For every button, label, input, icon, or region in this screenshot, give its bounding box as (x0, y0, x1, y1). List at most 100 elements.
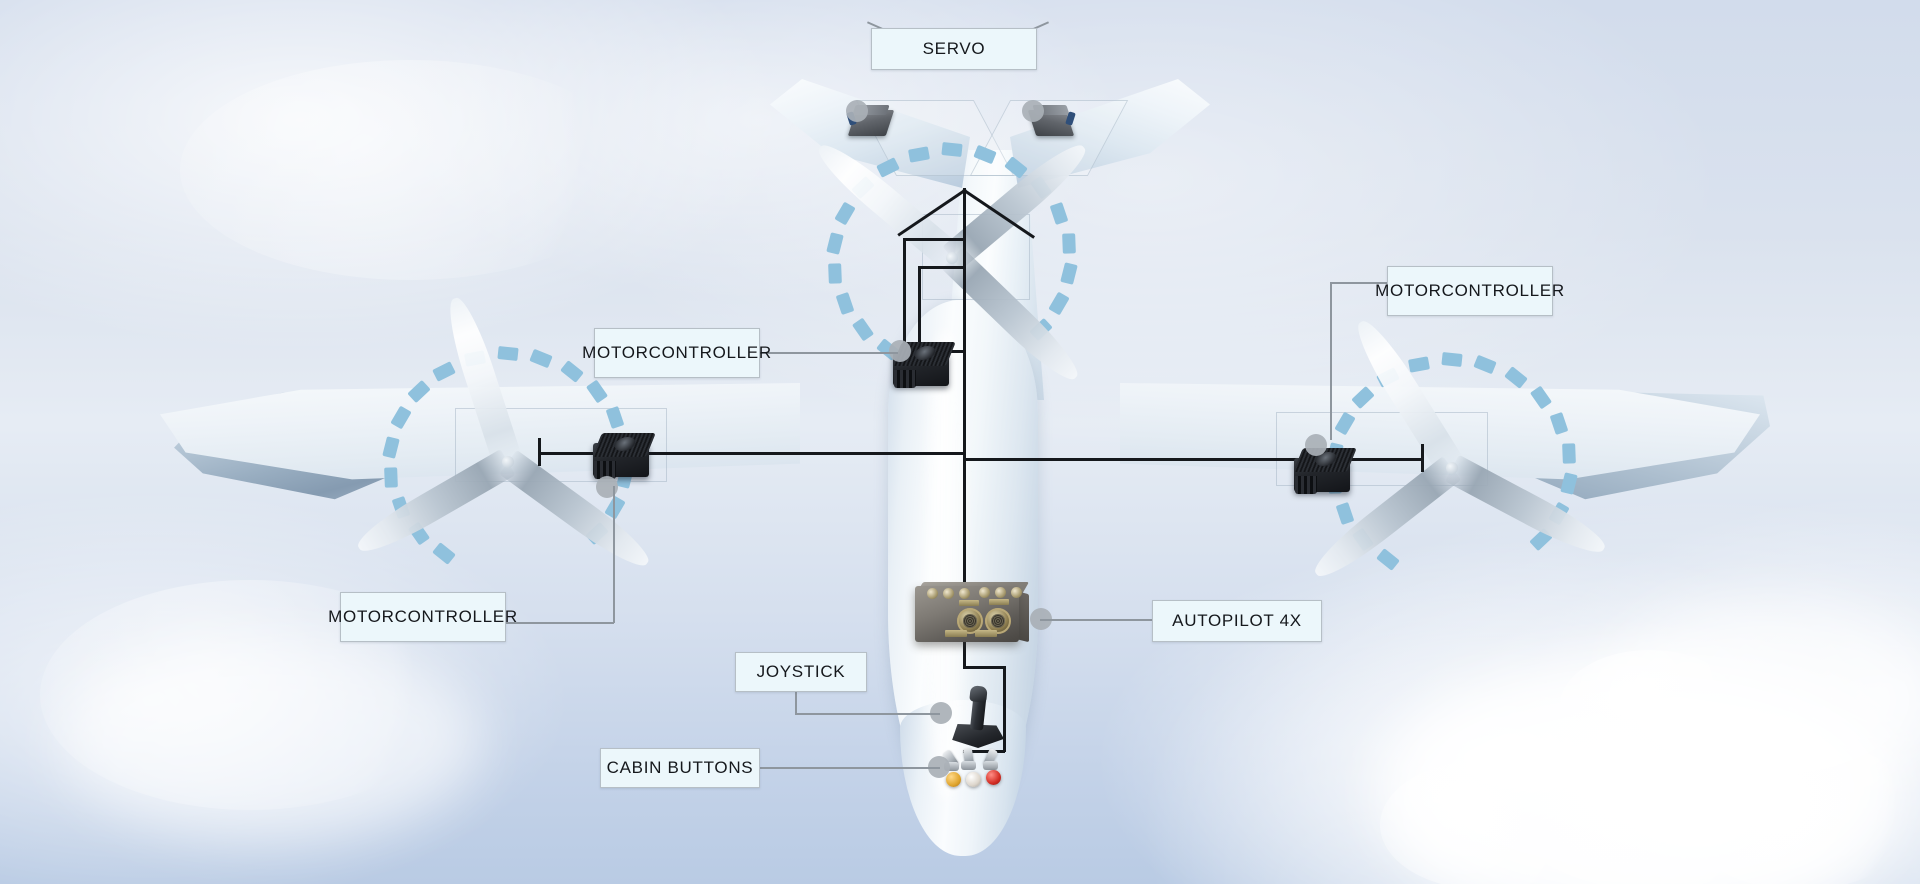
label-cabin-buttons[interactable]: CABIN BUTTONS (600, 748, 760, 788)
leader-esc-left-v (613, 486, 615, 623)
cloud-puff-6 (180, 60, 640, 280)
rotation-arc-dash (941, 142, 963, 158)
callout-dot-esc-rear (889, 340, 911, 362)
callout-dot-servo-right (1022, 100, 1044, 122)
wire-wing-spar-right (963, 458, 1423, 461)
rotation-arc-dash (432, 360, 457, 382)
autopilot-connector (927, 588, 938, 599)
rotation-arc-dash (1049, 201, 1069, 225)
label-line: MOTOR (1375, 280, 1442, 300)
joystick-grip (969, 685, 988, 703)
wire-esc-rear-drop (903, 238, 906, 350)
autopilot-mount-tab (989, 599, 1009, 605)
rotation-arc-dash (833, 201, 856, 226)
cabin-buttons-cluster (941, 747, 1010, 790)
rotation-arc-dash (1335, 502, 1355, 526)
leader-esc-left-h (504, 622, 614, 624)
rotation-arc-dash (1561, 442, 1576, 464)
toggle-switch-base (944, 762, 959, 771)
toggle-switch-base (961, 761, 976, 770)
label-line: AUTOPILOT 4X (1172, 610, 1302, 630)
cloud-puff-3 (1380, 760, 1590, 884)
leader-esc-right-v (1330, 282, 1332, 440)
wire-esc-rear-stub (903, 238, 965, 241)
wire-cabin-h (963, 750, 1005, 753)
esc-connector-fins (894, 370, 916, 388)
autopilot-4x-unit (914, 582, 1035, 650)
rotation-arc-dash (1503, 365, 1528, 389)
propeller-hub (946, 252, 958, 264)
rotation-arc-dash (1061, 232, 1076, 254)
autopilot-mount-tab (975, 630, 997, 637)
joystick-control (950, 685, 1006, 750)
rotation-arc-dash (828, 263, 843, 285)
rotation-arc-dash (529, 348, 553, 369)
leader-cabin-buttons (758, 767, 940, 769)
cloud-puff-4 (1560, 650, 1740, 760)
autopilot-connector (959, 588, 970, 599)
rotation-arc-dash (1407, 356, 1430, 373)
wire-spine (963, 188, 966, 608)
callout-dot-esc-left (596, 476, 618, 498)
callout-dot-servo-left (846, 100, 868, 122)
callout-dot-esc-right (1305, 434, 1327, 456)
rotation-arc-dash (384, 467, 399, 489)
rotation-arc-dash (1060, 262, 1078, 286)
label-line: JOYSTICK (756, 661, 846, 681)
rotation-arc-dash (1441, 352, 1463, 368)
label-line: CABIN BUTTONS (606, 757, 754, 777)
esc-left-wing (592, 433, 656, 483)
rotation-arc-dash (1473, 354, 1497, 375)
cloud-puff-2 (1680, 740, 1920, 884)
rotation-arc-dash (1376, 548, 1401, 572)
autopilot-mount-tab (945, 630, 967, 637)
wire-wing-spar (538, 452, 966, 455)
rotation-arc-dash (835, 292, 855, 316)
label-servo[interactable]: SERVO (871, 28, 1037, 70)
leader-esc-rear-h (758, 352, 898, 354)
rotation-arc-dash (432, 542, 457, 566)
label-autopilot[interactable]: AUTOPILOT 4X (1152, 600, 1322, 642)
autopilot-connector (1011, 587, 1022, 598)
rotation-arc-dash (559, 359, 584, 383)
cabin-button-amber (946, 772, 961, 787)
propeller-hub (502, 456, 514, 468)
rotation-arc-dash (497, 346, 519, 362)
wire-spar-cap-right (1421, 444, 1424, 472)
esc-right-wing (1293, 448, 1357, 498)
autopilot-connector (995, 587, 1006, 598)
label-line: CONTROLLER (394, 606, 518, 626)
rotation-arc-dash (851, 317, 874, 342)
leader-joystick-v (795, 690, 797, 714)
wire-esc-rear-top (918, 266, 964, 269)
propeller-hub (1446, 462, 1458, 474)
toggle-switch-base (983, 761, 998, 770)
wing-panel-right (1276, 412, 1488, 486)
rotation-arc-dash (826, 231, 844, 255)
leader-esc-right-h (1330, 282, 1388, 284)
rotation-arc-dash (1048, 291, 1071, 316)
autopilot-connector (979, 587, 990, 598)
cabin-button-red (986, 770, 1001, 785)
esc-connector-fins (594, 461, 616, 479)
cloud-haze-3 (60, 640, 480, 840)
esc-connector-fins (1295, 476, 1317, 494)
wire-joystick-v2 (1003, 666, 1006, 752)
autopilot-round-connector (957, 608, 983, 634)
label-line: CONTROLLER (648, 342, 772, 362)
wire-joystick-h (963, 666, 1005, 669)
leader-autopilot (1040, 619, 1154, 621)
label-joystick[interactable]: JOYSTICK (735, 652, 867, 692)
wire-spar-cap-left (538, 438, 541, 466)
label-line: SERVO (922, 38, 986, 58)
label-line: MOTOR (582, 342, 649, 362)
autopilot-round-connector (985, 608, 1011, 634)
autopilot-mount-tab (959, 600, 979, 606)
label-line: MOTOR (328, 606, 395, 626)
leader-joystick-h (795, 713, 940, 715)
